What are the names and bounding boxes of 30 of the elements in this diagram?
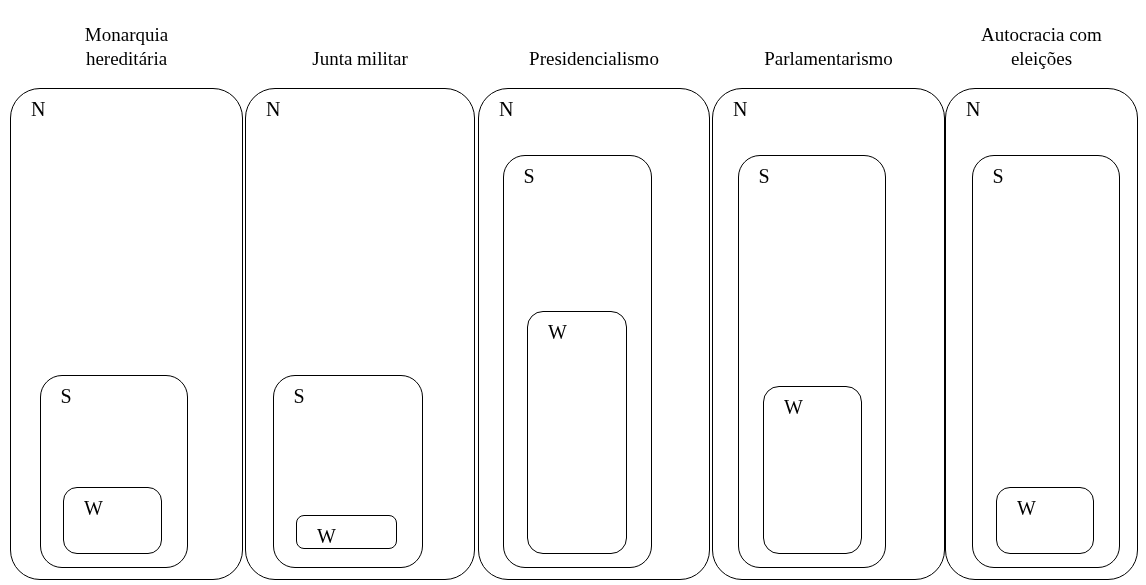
box-label: N — [966, 97, 981, 121]
box-label: S — [758, 163, 770, 188]
column-heading: Junta militar — [312, 47, 408, 71]
box-label: N — [499, 97, 514, 121]
box-label: S — [992, 163, 1004, 188]
column-heading: Presidencialismo — [529, 47, 659, 71]
box-label: S — [60, 383, 72, 408]
column-heading: Autocracia com eleições — [980, 23, 1103, 71]
box-label: N — [266, 97, 281, 121]
middle-box — [502, 154, 652, 568]
box-label: W — [317, 524, 336, 548]
box-label: N — [31, 97, 46, 121]
middle-box — [737, 154, 886, 568]
box-label: S — [523, 163, 535, 188]
middle-box — [971, 154, 1120, 568]
box-label: W — [784, 395, 803, 419]
middle-box — [39, 374, 188, 568]
middle-box — [272, 374, 423, 568]
inner-box — [63, 487, 162, 554]
box-label: S — [293, 383, 305, 408]
column-heading: Parlamentarismo — [764, 47, 893, 71]
box-label: W — [548, 320, 567, 344]
inner-box — [763, 386, 862, 554]
inner-box — [527, 311, 627, 554]
box-label: W — [1017, 496, 1036, 520]
column-heading: Monarquia hereditária — [83, 23, 170, 71]
box-label: W — [84, 496, 103, 520]
inner-box — [996, 487, 1094, 554]
box-label: N — [733, 97, 748, 121]
inner-box — [296, 515, 397, 549]
